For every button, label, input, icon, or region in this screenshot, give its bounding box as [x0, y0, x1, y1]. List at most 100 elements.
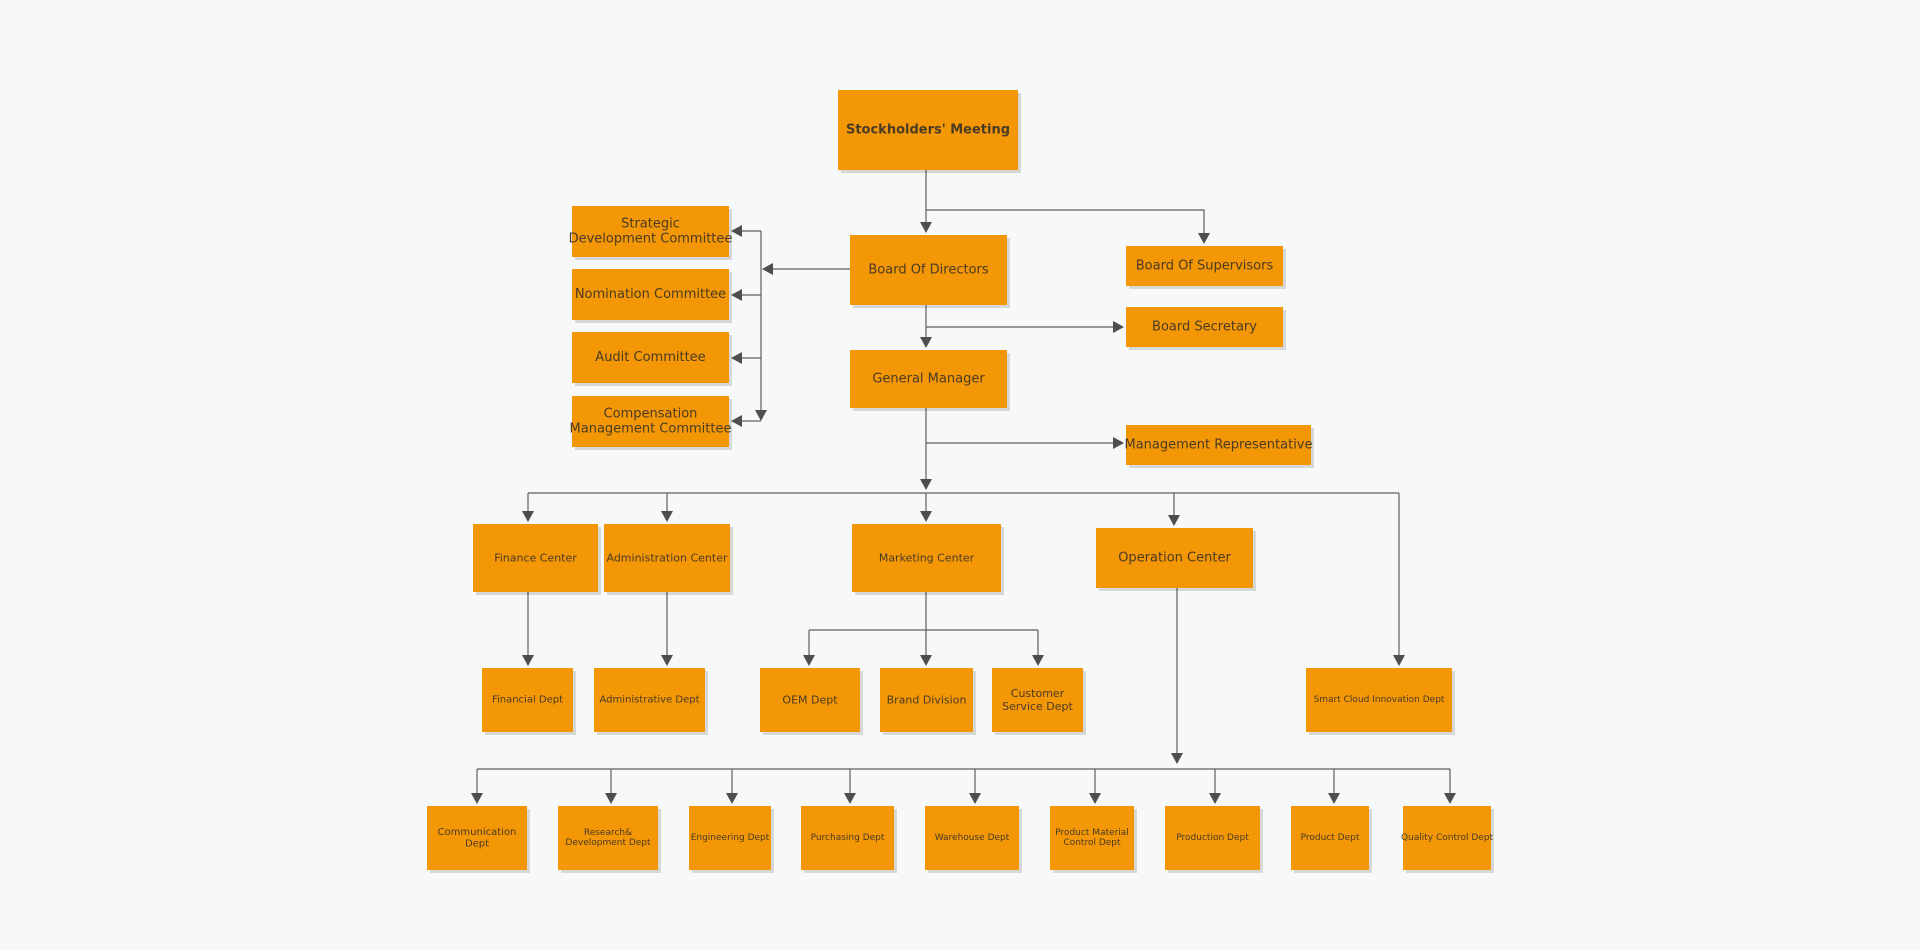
arrowhead	[1444, 793, 1456, 804]
node-label: Board Of Directors	[868, 263, 989, 278]
node-label: Operation Center	[1118, 551, 1231, 566]
node-label: Stockholders' Meeting	[846, 123, 1010, 138]
node-box	[801, 806, 894, 870]
node-box	[838, 90, 1018, 170]
node-finance-center[interactable]: Finance Center	[473, 524, 601, 595]
node-oem-dept[interactable]: OEM Dept	[760, 668, 863, 735]
node-label: Dept	[465, 838, 489, 849]
node-box	[1050, 806, 1134, 870]
node-box	[850, 235, 1007, 305]
node-box	[572, 396, 729, 447]
node-administrative-dept[interactable]: Administrative Dept	[594, 668, 708, 735]
node-box	[604, 524, 730, 592]
node-box	[689, 806, 771, 870]
node-label: Audit Committee	[595, 350, 705, 365]
node-box	[473, 524, 598, 592]
node-label: Administration Center	[606, 552, 727, 565]
arrowhead	[920, 479, 932, 490]
node-label: Engineering Dept	[691, 833, 770, 843]
node-production[interactable]: Production Dept	[1165, 806, 1263, 873]
node-box	[427, 806, 527, 870]
node-label: Board Secretary	[1152, 320, 1257, 335]
node-label: Financial Dept	[492, 695, 563, 706]
arrowhead	[605, 793, 617, 804]
node-label: Service Dept	[1002, 700, 1073, 713]
arrowhead	[1328, 793, 1340, 804]
node-label: Management Committee	[570, 421, 732, 436]
node-warehouse[interactable]: Warehouse Dept	[925, 806, 1022, 873]
node-label: Quality Control Dept	[1401, 833, 1494, 843]
node-label: Management Representative	[1125, 438, 1313, 453]
arrowhead	[1198, 233, 1210, 244]
node-research[interactable]: Research&Development Dept	[558, 806, 661, 873]
arrowhead	[920, 655, 932, 666]
node-brand-division[interactable]: Brand Division	[880, 668, 976, 735]
arrowhead	[522, 655, 534, 666]
node-quality-control[interactable]: Quality Control Dept	[1401, 806, 1494, 873]
node-label: Brand Division	[887, 694, 967, 707]
arrowhead	[762, 263, 773, 275]
node-label: Administrative Dept	[599, 695, 699, 706]
node-management-rep[interactable]: Management Representative	[1125, 425, 1315, 468]
arrowhead	[1113, 437, 1124, 449]
node-label: Nomination Committee	[575, 287, 726, 302]
node-box	[880, 668, 973, 732]
node-box	[1291, 806, 1369, 870]
arrowhead	[1168, 515, 1180, 526]
node-board-directors[interactable]: Board Of Directors	[850, 235, 1010, 308]
arrowhead	[522, 511, 534, 522]
node-box	[852, 524, 1001, 592]
node-box	[1165, 806, 1260, 870]
node-box	[1126, 246, 1283, 286]
node-box	[760, 668, 860, 732]
node-box	[572, 332, 729, 383]
node-label: Purchasing Dept	[811, 833, 885, 843]
node-audit[interactable]: Audit Committee	[572, 332, 732, 386]
arrowhead	[920, 337, 932, 348]
node-financial-dept[interactable]: Financial Dept	[482, 668, 576, 735]
node-box	[1126, 425, 1311, 465]
node-label: Smart Cloud Innovation Dept	[1314, 695, 1445, 705]
node-product[interactable]: Product Dept	[1291, 806, 1372, 873]
node-board-supervisors[interactable]: Board Of Supervisors	[1126, 246, 1286, 289]
arrowhead	[731, 289, 742, 301]
arrowhead	[731, 225, 742, 237]
node-purchasing[interactable]: Purchasing Dept	[801, 806, 897, 873]
node-smart-cloud[interactable]: Smart Cloud Innovation Dept	[1306, 668, 1455, 735]
node-label: Finance Center	[494, 552, 577, 565]
node-box	[594, 668, 705, 732]
node-stockholders[interactable]: Stockholders' Meeting	[838, 90, 1021, 173]
node-nomination[interactable]: Nomination Committee	[572, 269, 732, 323]
node-box	[925, 806, 1019, 870]
node-marketing-center[interactable]: Marketing Center	[852, 524, 1004, 595]
node-label: Compensation	[604, 407, 698, 422]
node-box	[572, 206, 729, 257]
node-admin-center[interactable]: Administration Center	[604, 524, 733, 595]
node-box	[482, 668, 573, 732]
connector-lines	[471, 170, 1456, 804]
node-general-manager[interactable]: General Manager	[850, 350, 1010, 411]
node-operation-center[interactable]: Operation Center	[1096, 528, 1256, 591]
arrowhead	[1171, 753, 1183, 764]
node-box	[572, 269, 729, 320]
arrowhead	[661, 655, 673, 666]
node-board-secretary[interactable]: Board Secretary	[1126, 307, 1286, 350]
arrowhead	[1113, 321, 1124, 333]
node-label: Development Dept	[565, 838, 651, 848]
node-box	[1096, 528, 1253, 588]
node-engineering[interactable]: Engineering Dept	[689, 806, 774, 873]
arrowhead	[1032, 655, 1044, 666]
node-label: Communication	[438, 827, 517, 838]
node-box	[1306, 668, 1452, 732]
arrowhead	[471, 793, 483, 804]
node-label: Customer	[1011, 687, 1065, 700]
node-label: Product Material	[1055, 828, 1129, 838]
arrowhead	[726, 793, 738, 804]
node-box	[1126, 307, 1283, 347]
